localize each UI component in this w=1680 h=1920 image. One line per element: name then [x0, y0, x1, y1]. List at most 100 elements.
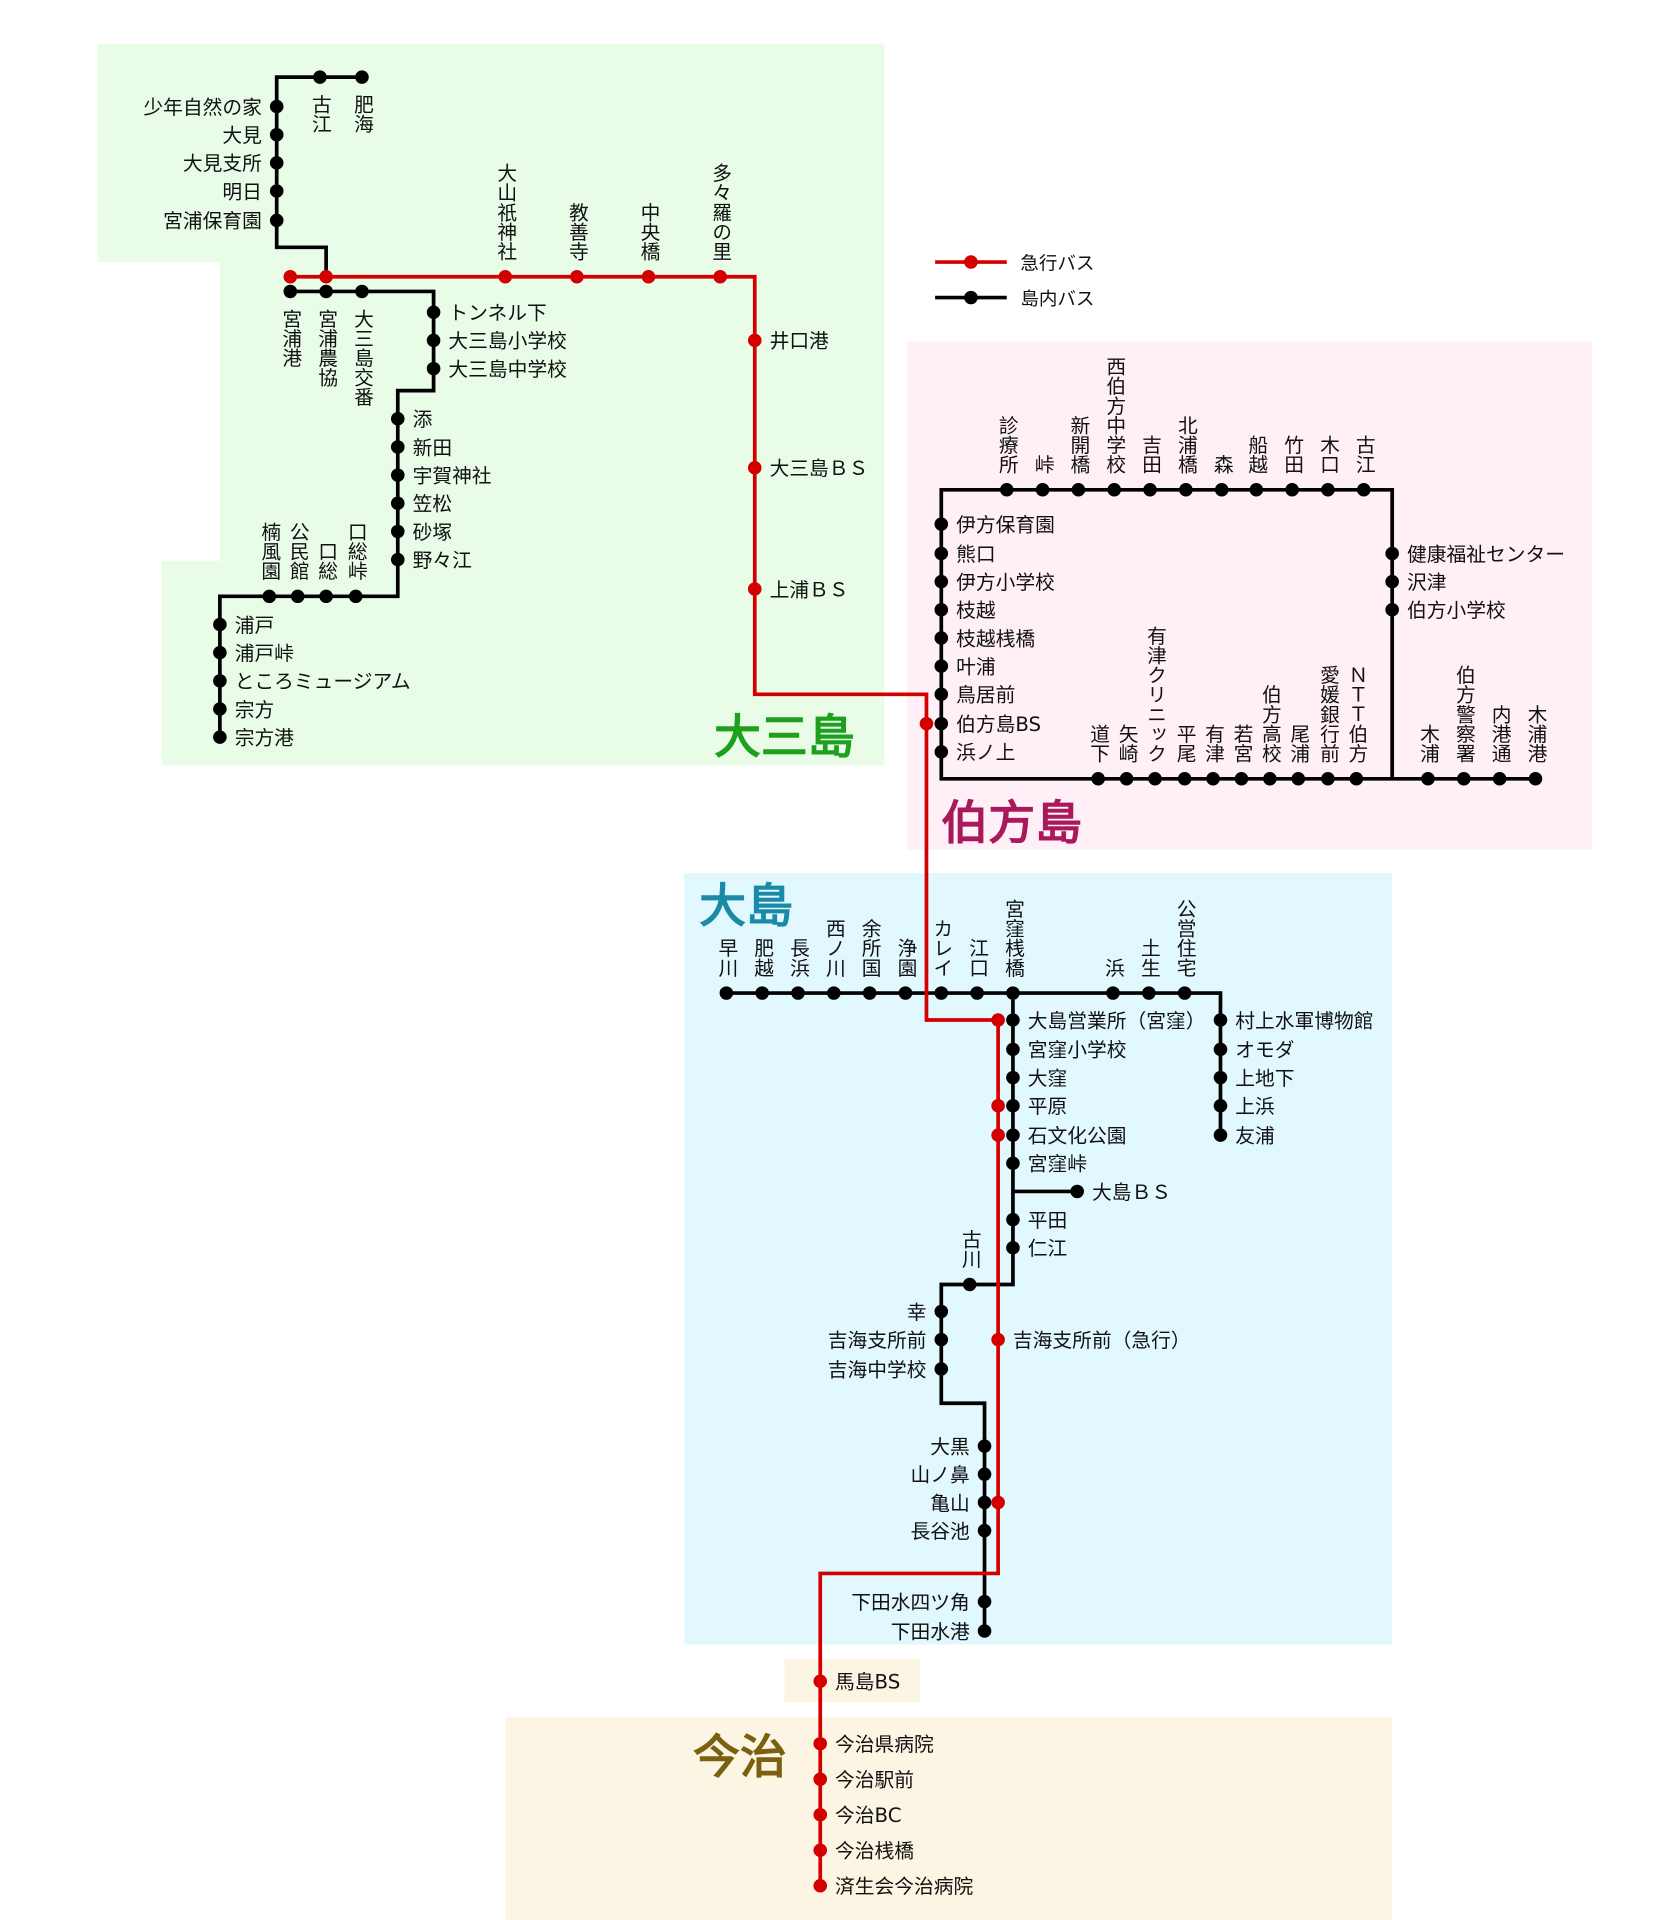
- hak_right-stop-dot: [1385, 574, 1399, 589]
- imabari-stop-dot: [813, 1772, 828, 1786]
- station-label: 大三島小学校: [448, 330, 566, 353]
- osh_main-stop-dot: [1006, 1241, 1020, 1255]
- hak_right-stop-dot: [1385, 603, 1399, 617]
- station-label: 古江: [308, 94, 331, 133]
- station-label: 今治BC: [835, 1804, 901, 1827]
- omi_top-stop-dot: [313, 70, 327, 84]
- station-label: 早川: [715, 938, 738, 977]
- omi_mid-stop-dot: [390, 552, 405, 567]
- station-label: 余所国: [858, 918, 881, 977]
- omi_row-stop-dot: [290, 589, 305, 604]
- station-label: 砂塚: [413, 521, 452, 544]
- legend: 急行バス 島内バス: [935, 253, 1094, 310]
- umashima-stop-dot: [813, 1674, 828, 1688]
- station-label: 宮窪峠: [1028, 1153, 1087, 1176]
- station-label: 明日: [222, 180, 261, 203]
- osh_top-stop-dot: [898, 986, 913, 1000]
- express-line: [290, 274, 1000, 1886]
- station-label: 木浦: [1416, 724, 1439, 764]
- omi_tunnel-stop-dot: [426, 333, 441, 348]
- omi_mid-stop-dot: [390, 440, 405, 454]
- osh_top-stop-dot: [827, 986, 841, 1000]
- omi_south-stop-dot: [213, 645, 227, 660]
- hak_left-stop-dot: [934, 631, 949, 645]
- osh_south-stop-dot: [977, 1439, 992, 1453]
- station-label: 沢津: [1407, 571, 1446, 594]
- station-label: 平尾: [1173, 724, 1196, 763]
- omi_port-stop-dot: [319, 284, 333, 299]
- legend-local-label: 島内バス: [1020, 289, 1094, 310]
- hak_top-stop-dot: [1321, 483, 1335, 497]
- osh_top-stop-dot: [719, 986, 734, 1000]
- osh_east-stop-dot: [1213, 1070, 1228, 1085]
- omishima-area: [97, 44, 885, 766]
- osh_express-stop-dot: [991, 1332, 1005, 1347]
- osh_south-stop-dot: [977, 1523, 992, 1538]
- omi_south-stop-dot: [213, 617, 227, 632]
- station-label: 江口: [966, 938, 989, 977]
- station-label: 馬島BS: [835, 1671, 900, 1694]
- hak_bottom-stop-dot: [1234, 772, 1249, 786]
- hak_left-stop-dot: [934, 659, 949, 673]
- station-label: 中央橋: [637, 202, 660, 261]
- hak_top-stop-dot: [1035, 483, 1050, 497]
- omi_express_south-stop-dot: [747, 461, 762, 475]
- osh_yoshiumi-stop-dot: [934, 1332, 949, 1347]
- station-label: 肥海: [350, 94, 373, 133]
- station-label: 北浦橋: [1174, 415, 1197, 474]
- omi_port-stop-dot: [283, 284, 298, 299]
- station-label: 平田: [1028, 1209, 1067, 1232]
- omi_row-stop-dot: [348, 589, 363, 604]
- station-label: 新開橋: [1067, 415, 1090, 474]
- omi_north-stop-dot: [269, 184, 284, 198]
- omi_express-stop-dot: [713, 270, 727, 284]
- station-label: 熊口: [956, 543, 995, 566]
- station-label: 添: [413, 408, 433, 431]
- omi_north-stop-dot: [269, 156, 284, 170]
- osh_south-stop-dot: [977, 1624, 992, 1638]
- imabari-stop-dot: [813, 1878, 828, 1893]
- osh_top-stop-dot: [862, 986, 877, 1000]
- omi_row-stop-dot: [262, 589, 277, 604]
- station-label: 亀山: [930, 1492, 969, 1515]
- hak_top-stop-dot: [1214, 483, 1229, 497]
- station-label: 大窪: [1028, 1067, 1067, 1090]
- station-label: 少年自然の家: [143, 96, 261, 119]
- station-label: 道下: [1087, 724, 1110, 763]
- hak_top-stop-dot: [1249, 483, 1264, 497]
- station-label: 口総峠: [344, 522, 367, 581]
- station-label: 長浜: [786, 938, 809, 977]
- legend-express-label: 急行バス: [1020, 253, 1094, 274]
- station-label: 宮窪小学校: [1028, 1039, 1127, 1062]
- station-label: 枝越桟橋: [956, 627, 1035, 650]
- imabari-stop-dot: [813, 1843, 828, 1857]
- station-label: 西伯方中学校: [1103, 356, 1126, 474]
- osh_top-stop-dot: [791, 986, 805, 1000]
- osh_top-stop-dot: [934, 986, 949, 1000]
- station-label: 伊方小学校: [956, 571, 1055, 594]
- station-label: 教善寺: [565, 202, 588, 261]
- express-stop-dot: [919, 716, 934, 731]
- station-label: 木口: [1316, 435, 1339, 474]
- umashima-area: [784, 1659, 921, 1703]
- omi_south-stop-dot: [213, 730, 227, 744]
- hak_bottom-stop-dot: [1119, 772, 1134, 786]
- hak_right-stop-dot: [1385, 546, 1399, 561]
- hak_bottom-stop-dot: [1263, 772, 1277, 786]
- hak_bottom-stop-dot: [1528, 772, 1543, 786]
- station-label: 済生会今治病院: [835, 1875, 973, 1898]
- osh_main-stop-dot: [1006, 1156, 1020, 1170]
- station-label: 宮窪桟橋: [1001, 899, 1024, 978]
- osh_south-stop-dot: [977, 1495, 992, 1510]
- station-label: 内港通: [1488, 704, 1511, 763]
- station-label: 大黒: [930, 1436, 969, 1459]
- imabari-area: [505, 1716, 1393, 1920]
- station-label: 大島営業所（宮窪）: [1028, 1009, 1206, 1032]
- osh_top-stop-dot: [1006, 986, 1020, 1000]
- osh_main-stop-dot: [1070, 1184, 1084, 1199]
- station-label: 西ノ川: [822, 918, 845, 977]
- osh_main-stop-dot: [1006, 1212, 1020, 1227]
- omi_north-stop-dot: [269, 99, 284, 114]
- station-label: 上地下: [1235, 1067, 1294, 1090]
